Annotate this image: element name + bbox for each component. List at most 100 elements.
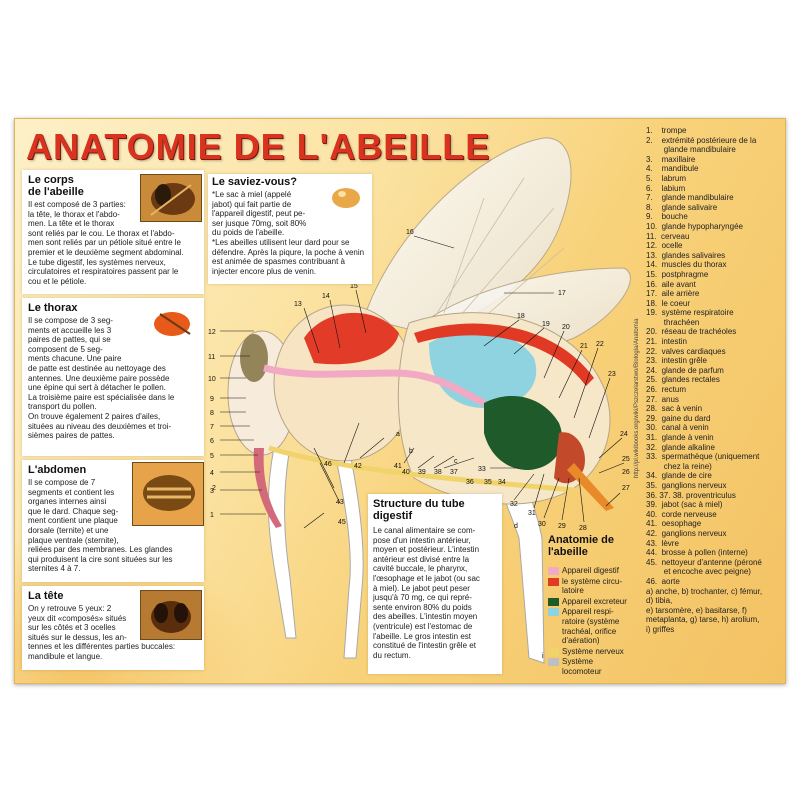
text-line: situées au niveau des deuxièmes et troi- — [28, 421, 172, 431]
text-line: l'abeille. Le gros intestin est — [373, 631, 472, 641]
parts-list-item: 6. labium — [646, 183, 686, 193]
callout-39: 39 — [418, 469, 426, 476]
text-line: du rectum. — [373, 650, 411, 660]
text-line: Le canal alimentaire se com- — [373, 526, 476, 535]
text-line: injecter encore plus de venin. — [212, 266, 317, 276]
text-line: segments et contient les — [28, 487, 115, 497]
legend-label: latoire — [562, 586, 584, 596]
corps-text: Il est composé de 3 parties:la tête, le … — [28, 200, 204, 286]
text-line: sièmes paires de pattes. — [28, 431, 115, 441]
text-line: mandibule et langue. — [28, 651, 103, 661]
stinger — [567, 463, 614, 511]
callout-43: 43 — [336, 499, 344, 506]
text-line: tennes et les différentes parties buccal… — [28, 642, 176, 652]
parts-list-item: 4. mandibule — [646, 164, 699, 174]
poster: 12 11 10 9 8 7 6 5 4 3 2 1 13 14 15 16 1… — [14, 118, 786, 684]
legend-swatch — [548, 608, 559, 617]
callout-36: 36 — [466, 479, 474, 486]
corps-title-2: de l'abeille — [28, 186, 84, 198]
legend-label: le système circu- — [562, 576, 623, 586]
text-line: est animée de spasmes contribuant à — [212, 257, 345, 267]
text-line: men. La tête et le thorax — [28, 219, 115, 229]
parts-list-item: 29. gaine du dard — [646, 413, 711, 423]
text-line: la tête, le thorax et l'abdo- — [28, 209, 120, 219]
callout-33: 33 — [478, 466, 486, 473]
heart — [414, 323, 594, 386]
digestif-text: Le canal alimentaire se com-pose d'un in… — [373, 526, 503, 660]
parts-list-item: et encoche avec peigne) — [646, 567, 751, 577]
text-line: circulatoires et respiratoires passent p… — [28, 267, 179, 277]
callout-14: 14 — [322, 293, 330, 300]
callout-7: 7 — [210, 424, 214, 431]
callout-23: 23 — [608, 371, 616, 378]
callout-45: 45 — [338, 519, 346, 526]
callout-27: 27 — [622, 485, 630, 492]
text-line: une épine qui sert à détacher le pollen. — [28, 383, 166, 393]
text-line: ser jusque 70mg, soit 80% — [212, 218, 307, 228]
corps-title-1: Le corps — [28, 174, 74, 186]
parts-list-item: 3. maxillaire — [646, 154, 696, 164]
parts-list-item: 32. glande alkaline — [646, 442, 715, 452]
callout-30: 30 — [538, 521, 546, 528]
callout-32: 32 — [510, 501, 518, 508]
text-line: l'appareil digestif, peut pe- — [212, 209, 306, 219]
panel-digestif — [368, 494, 502, 674]
text-line: du poids de l'abeille. — [212, 228, 285, 238]
parts-list-item: 30. canal à venin — [646, 423, 709, 433]
callout-31: 31 — [528, 510, 536, 517]
text-line: jusqu'à 70 mg, ce qui repré- — [373, 593, 472, 603]
text-line: ments et accueille les 3 — [28, 325, 112, 335]
parts-list-item: 35. ganglions nerveux — [646, 480, 727, 490]
parts-list-item: glande mandibulaire — [646, 145, 736, 155]
callout-a: a — [396, 431, 400, 438]
callout-26: 26 — [622, 469, 630, 476]
parts-list-item: 21. intestin — [646, 337, 687, 347]
legend-swatch — [548, 597, 559, 606]
text-line: ment contient une plaque — [28, 516, 118, 526]
parts-list-item: 8. glande salivaire — [646, 202, 718, 212]
parts-list-item: 22. valves cardiaques — [646, 346, 726, 356]
parts-list-item: 31. glande à venin — [646, 433, 714, 442]
legend-swatch — [548, 658, 559, 667]
callout-3: 3 — [210, 488, 214, 495]
text-line: moyen et postérieur. L'intestin — [373, 545, 480, 555]
callout-11: 11 — [208, 354, 215, 361]
callout-29: 29 — [558, 523, 566, 530]
parts-list-item: 42. ganglions nerveux — [646, 528, 727, 538]
text-line: sternites 4 à 7. — [28, 564, 81, 574]
legend-label: trachéal, orifice — [562, 626, 617, 636]
callout-28: 28 — [579, 525, 587, 532]
text-line: situés sur le dessus, les an- — [28, 632, 127, 642]
photo-bee-head-2 — [140, 590, 202, 640]
text-line: cou et le pétiole. — [28, 276, 87, 286]
parts-list-item: 36. 37. 38. proventriculus — [646, 490, 736, 500]
legend-swatch — [548, 567, 559, 575]
text-line: ments chacune. Une paire — [28, 354, 122, 364]
text-line: pose d'un intestin antérieur, — [373, 535, 471, 545]
text-line: yeux dit «composés» situés — [28, 613, 127, 623]
parts-list-item: 23. intestin grêle — [646, 356, 707, 366]
source-url: http://pl.wikibooks.org/wiki/Pszczelarst… — [634, 318, 640, 478]
callout-8: 8 — [210, 410, 214, 417]
digestif-title-2: digestif — [373, 510, 413, 522]
parts-list-item: 7. glande mandibulaire — [646, 193, 734, 203]
legend-title-1: Anatomie de — [548, 534, 615, 546]
text-line: des abeilles. L'intestin moyen — [373, 612, 478, 622]
parts-list-item: 26. rectum — [646, 385, 687, 395]
callout-46: 46 — [324, 461, 332, 468]
callout-4: 4 — [210, 470, 214, 477]
callout-i: i — [542, 653, 544, 660]
saviez-title: Le saviez-vous? — [212, 176, 297, 188]
legend-swatch — [548, 577, 559, 586]
text-line: On y retrouve 5 yeux: 2 — [28, 604, 112, 613]
text-line: *Le sac à miel (appelé — [212, 190, 292, 199]
legend-label: Système nerveux — [562, 646, 624, 656]
parts-list-item: 20. réseau de trachéoles — [646, 327, 737, 337]
page-title: ANATOMIE DE L'ABEILLE — [26, 126, 491, 167]
callout-24: 24 — [620, 431, 628, 438]
callout-21: 21 — [580, 343, 588, 350]
parts-list-item: thrachéen — [646, 317, 700, 327]
parts-list-item: chez la reine) — [646, 461, 712, 471]
